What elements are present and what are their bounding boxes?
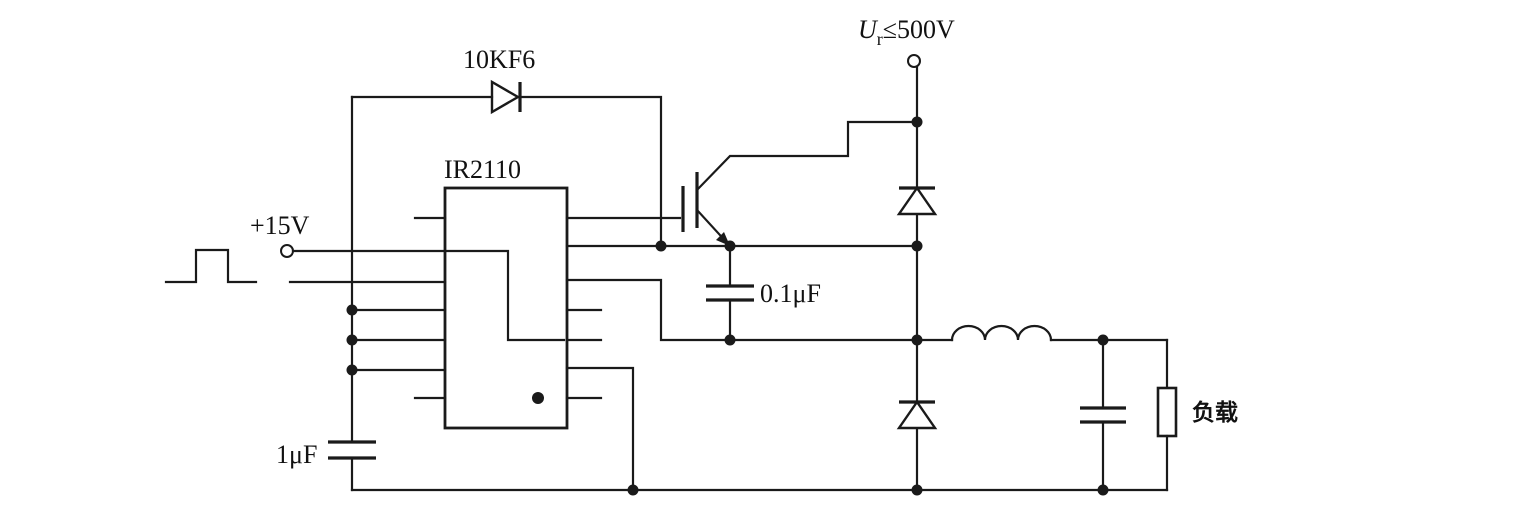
lower-diode-symbol bbox=[896, 399, 938, 430]
output-inductor bbox=[950, 324, 1053, 342]
junction-dot bbox=[1097, 334, 1109, 346]
diode-wire-right bbox=[518, 95, 663, 248]
junction-dot bbox=[911, 334, 923, 346]
ic-pin1-marker bbox=[532, 392, 544, 404]
upper-diode-symbol bbox=[896, 185, 938, 216]
rail-terminal bbox=[907, 54, 921, 68]
load-label: 负载 bbox=[1192, 400, 1238, 426]
ic-ir2110-body bbox=[443, 186, 569, 430]
rail-voltage-subscript: r bbox=[877, 29, 883, 49]
junction-dot bbox=[346, 364, 358, 376]
rail-voltage-symbol: U bbox=[858, 15, 879, 44]
junction-dot bbox=[724, 334, 736, 346]
diode-label: 10KF6 bbox=[463, 45, 535, 74]
rail-voltage-limit: ≤500V bbox=[883, 15, 955, 44]
junction-dot bbox=[627, 484, 639, 496]
vs-wire bbox=[565, 278, 919, 342]
junction-dot bbox=[724, 240, 736, 252]
junction-dot bbox=[911, 116, 923, 128]
com-wire bbox=[565, 366, 635, 492]
supply-wire bbox=[291, 249, 566, 342]
rail-voltage-label: Ur≤500V bbox=[858, 15, 955, 49]
junction-dot bbox=[911, 484, 923, 496]
junction-dot bbox=[911, 240, 923, 252]
supply-terminal bbox=[280, 244, 294, 258]
junction-dot bbox=[346, 304, 358, 316]
input-pulse-symbol bbox=[164, 248, 258, 284]
junction-dot bbox=[1097, 484, 1109, 496]
bootstrap-cap-label: 0.1μF bbox=[760, 279, 821, 308]
junction-dot bbox=[655, 240, 667, 252]
transistor-collector-wire bbox=[695, 120, 919, 192]
supply-voltage-label: +15V bbox=[250, 211, 310, 240]
supply-cap-label: 1μF bbox=[276, 440, 317, 469]
ic-label: IR2110 bbox=[444, 155, 521, 184]
load-resistor bbox=[1156, 386, 1178, 438]
diode-10kf6-symbol bbox=[490, 79, 521, 115]
junction-dot bbox=[346, 334, 358, 346]
